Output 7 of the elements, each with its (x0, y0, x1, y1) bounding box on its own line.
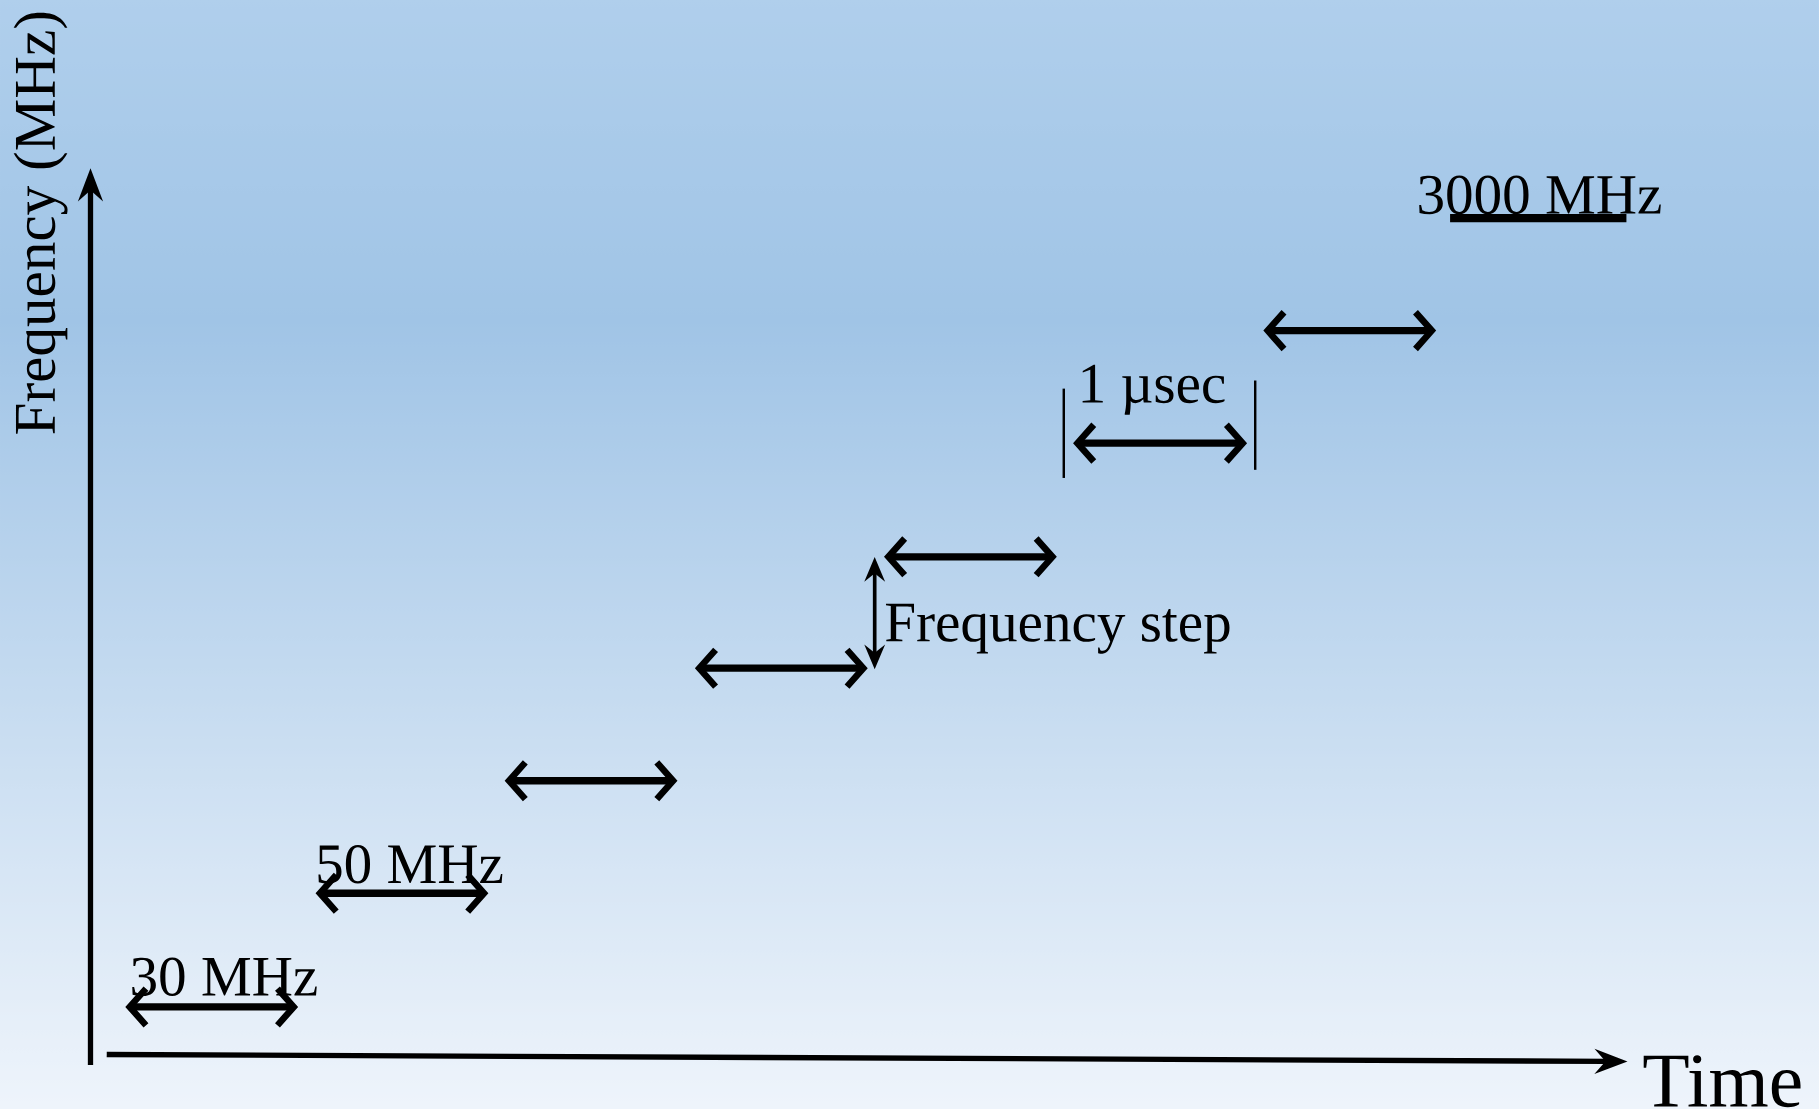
axis-label: Frequency (MHz) (13, 12, 68, 434)
step-label: Frequency step (886, 603, 1230, 654)
axis-label: Time (1643, 1055, 1801, 1108)
frequency-label: 50 MHz (318, 844, 503, 884)
frequency-label: 30 MHz (132, 957, 317, 997)
duration-label: 1 µsec (1082, 364, 1225, 415)
frequency-label: 3000 MHz (1419, 175, 1661, 215)
